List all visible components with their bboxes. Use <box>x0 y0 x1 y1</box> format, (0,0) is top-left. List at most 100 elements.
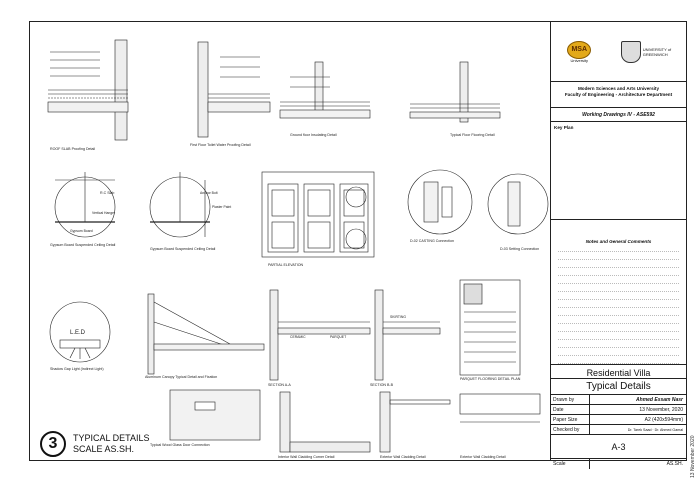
date-row: Date 13 November, 2020 <box>551 405 686 415</box>
label-anchor_bolt: Anchor Bolt <box>200 191 218 195</box>
roof-slab-detail <box>47 39 129 141</box>
note-line <box>558 348 679 356</box>
label-rc_slab: R.C Slab <box>100 191 114 195</box>
greenwich-logo: UNIVERSITY of GREENWICH <box>620 40 673 63</box>
drawn-by-label: Drawn by <box>551 395 590 404</box>
big-title-line2: SCALE AS.SH. <box>73 444 135 454</box>
paper-size-label: Paper Size <box>551 415 590 424</box>
detail-caption: D-03 Setting Connection <box>500 247 539 251</box>
typical-floor-detail <box>409 61 501 123</box>
detail-caption: PARTIAL ELEVATION <box>268 263 304 267</box>
note-line <box>558 252 679 260</box>
detail-caption: SECTION A-A <box>268 383 291 387</box>
detail-caption: Ground floor Insulating Detail <box>290 133 337 137</box>
detail-caption: Typical Wood Glass Door Connection <box>150 443 210 447</box>
note-line <box>558 268 679 276</box>
label-parquet: PARQUET <box>330 335 346 339</box>
detail-caption: First Floor Toilet Water Proofing Detail <box>190 143 251 147</box>
faculty-name: Faculty of Engineering - Architecture De… <box>564 92 673 97</box>
label-vertical_hanger: Vertical Hanger <box>92 211 116 215</box>
scale-value: AS.SH. <box>666 461 683 467</box>
detail-caption: Interior Wall Cladding Corner Detail <box>278 455 335 459</box>
checked-by-row: Checked by Dr. Tarek Saad · Dr. Ahmed Ga… <box>551 425 686 435</box>
side-date: 13 November 2020 <box>690 435 696 478</box>
detail-caption: Gypsum Board Suspended Ceiling Detail <box>50 243 116 247</box>
gypsum-ceiling-detail-1 <box>54 172 116 238</box>
key-plan: Key Plan <box>551 122 686 220</box>
detail-caption: Gypsum Board Suspended Ceiling Detail <box>150 247 216 251</box>
section-b-b <box>374 289 441 381</box>
note-line <box>558 292 679 300</box>
checked-by-value: Dr. Tarek Saad · Dr. Ahmed Gamal <box>627 428 683 432</box>
parquet-flooring-plan <box>459 279 521 376</box>
sheet-big-title: 3 TYPICAL DETAILS SCALE AS.SH. <box>40 431 150 457</box>
drawn-by-value: Ahmed Essam Nasr <box>636 397 683 403</box>
notes-section: Notes and General Comments <box>551 220 686 365</box>
note-line <box>558 284 679 292</box>
label-gypsum_board: Gypsum Board <box>70 229 93 233</box>
detail-caption: Exterior Wall Cladding Detail <box>380 455 426 459</box>
detail-caption: Aluminum Canopy Typical Detail and Fixat… <box>145 375 217 379</box>
paper-size-value: A2 (420x594mm) <box>644 417 683 423</box>
checked-by-label: Checked by <box>551 425 590 434</box>
interior-wall-cladding-corner <box>279 391 371 453</box>
note-line <box>558 356 679 364</box>
note-line <box>558 340 679 348</box>
detail-caption: D-02 CASTING Connection <box>410 239 454 243</box>
date-value: 13 November, 2020 <box>639 407 683 413</box>
detail-caption: SECTION B-B <box>370 383 394 387</box>
detail-caption: PARQUET FLOORING DETAIL PLAN <box>460 377 521 381</box>
details-drawing: ROOF SLAB Proofing Detail First Floor Toi… <box>47 39 549 459</box>
university-name: Modern Sciences and Arts University <box>577 86 659 91</box>
wood-glass-door-connection <box>169 389 261 441</box>
aluminum-canopy <box>147 293 265 375</box>
sheet-title: Typical Details <box>551 379 686 395</box>
setting-connection <box>487 173 549 235</box>
gypsum-ceiling-detail-2 <box>149 172 211 238</box>
toilet-waterproofing-detail <box>197 41 271 138</box>
greenwich-crest-icon <box>620 40 641 63</box>
label-ceramic: CERAMIC <box>290 335 306 339</box>
note-line <box>558 308 679 316</box>
sheet-number: A-3 <box>551 435 686 459</box>
paper-size-row: Paper Size A2 (420x594mm) <box>551 415 686 425</box>
section-a-a <box>269 289 371 381</box>
msa-logo: MSA University <box>564 40 594 63</box>
note-line <box>558 244 679 252</box>
ground-floor-insulating-detail <box>279 61 371 119</box>
side-date-text: 13 November 2020 <box>690 435 696 478</box>
note-line <box>558 300 679 308</box>
partial-elevation <box>261 171 375 258</box>
drawing-sheet: ROOF SLAB Proofing Detail First Floor Toi… <box>29 21 687 469</box>
label-plaster_paint: Plaster Paint <box>212 205 231 209</box>
big-title-text: TYPICAL DETAILS SCALE AS.SH. <box>73 433 150 455</box>
scale-label: Scale <box>551 459 590 469</box>
detail-captions: ROOF SLAB Proofing Detail First Floor Toi… <box>50 133 539 459</box>
detail-caption: ROOF SLAB Proofing Detail <box>50 147 95 151</box>
msa-seal: MSA <box>567 40 592 59</box>
detail-caption: Typical Floor Flooring Detail <box>450 133 495 137</box>
key-plan-label: Key Plan <box>554 125 574 130</box>
note-line <box>558 316 679 324</box>
greenwich-name: UNIVERSITY of GREENWICH <box>642 46 672 57</box>
notes-label: Notes and General Comments <box>585 239 652 244</box>
exterior-wall-cladding-2 <box>459 393 541 423</box>
logos: MSA University UNIVERSITY of GREENWICH <box>551 22 686 82</box>
shadow-gap-light <box>49 301 111 363</box>
drawing-area: ROOF SLAB Proofing Detail First Floor Toi… <box>30 22 550 460</box>
label-skirting: SKIRTING <box>390 315 406 319</box>
exterior-wall-cladding-1 <box>379 391 451 453</box>
scale-row: Scale AS.SH. <box>551 459 686 469</box>
label-led: L.E.D <box>70 330 86 336</box>
casting-connection <box>407 169 473 235</box>
big-title-line1: TYPICAL DETAILS <box>73 433 150 443</box>
drawn-by-row: Drawn by Ahmed Essam Nasr <box>551 395 686 405</box>
university-block: Modern Sciences and Arts University Facu… <box>551 82 686 108</box>
course-name: Working Drawings IV - ASE592 <box>551 108 686 122</box>
detail-number: 3 <box>40 431 66 457</box>
date-label: Date <box>551 405 590 414</box>
note-line <box>558 332 679 340</box>
title-block: MSA University UNIVERSITY of GREENWICH M… <box>550 22 686 469</box>
note-line <box>558 260 679 268</box>
project-name: Residential Villa <box>551 365 686 379</box>
